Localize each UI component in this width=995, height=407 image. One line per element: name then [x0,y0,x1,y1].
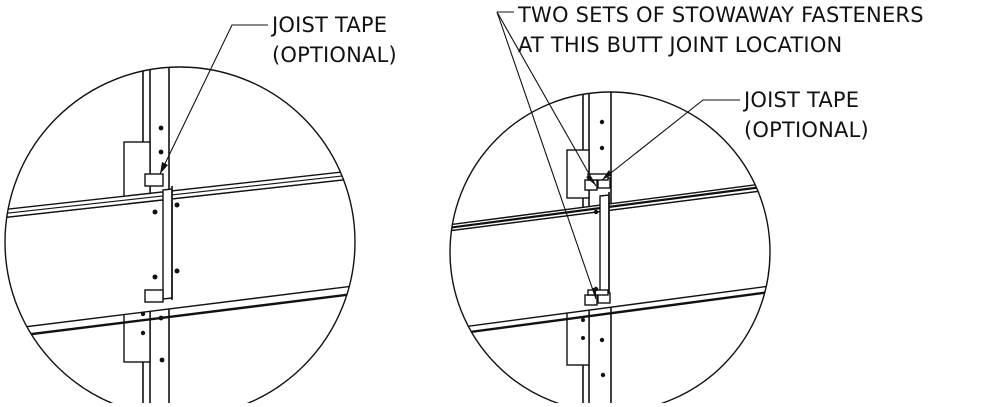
right-detail-circle [449,91,771,407]
right-detail: TWO SETS OF STOWAWAY FASTENERS AT THIS B… [449,3,924,407]
right-tape-line2: (OPTIONAL) [744,118,869,142]
left-butt-joint [162,186,173,300]
left-detail-circle [4,66,356,407]
left-lower-joist-tape [144,289,164,303]
right-deck-boards [450,178,770,338]
right-joist-tape-leader [601,99,740,181]
left-upper-clip-block [123,141,151,201]
left-callout-line2: (OPTIONAL) [272,43,397,67]
left-detail-artwork [5,67,355,403]
right-lower-clip-block [566,304,590,366]
right-fasteners-line1: TWO SETS OF STOWAWAY FASTENERS [517,3,924,27]
right-lower-stowaway-fasteners [584,289,611,306]
left-upper-joist-tape [144,173,164,187]
right-fasteners-line2: AT THIS BUTT JOINT LOCATION [518,33,842,57]
right-tape-line1: JOIST TAPE [742,88,859,112]
left-leader-arrowhead [160,162,168,174]
right-detail-artwork [450,92,770,403]
right-leader-arrowhead [602,170,612,180]
left-detail: JOIST TAPE (OPTIONAL) [4,13,397,407]
left-callout-line1: JOIST TAPE [270,13,387,37]
left-deck-boards [5,159,355,340]
right-upper-clip-block [566,149,590,199]
left-joist-tape-leader [159,24,268,175]
right-butt-joint [599,192,610,300]
right-fastener-leaders [496,11,597,300]
